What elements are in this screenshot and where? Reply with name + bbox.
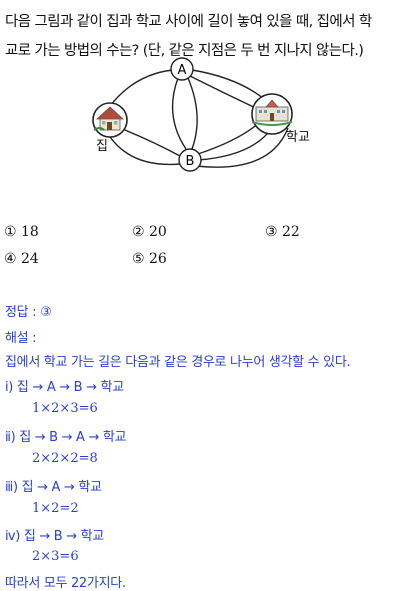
school-icon xyxy=(251,93,293,135)
choice-5[interactable]: ⑤ 26 xyxy=(132,251,167,267)
case-3-label: ⅲ) 집 → A → 학교 xyxy=(5,480,102,495)
case-1-calc: 1×2×3=6 xyxy=(32,401,98,416)
choice-2[interactable]: ② 20 xyxy=(132,224,167,240)
home-icon xyxy=(92,102,128,138)
road-a-school-1 xyxy=(191,69,269,103)
case-1-label: ⅰ) 집 → A → B → 학교 xyxy=(5,380,124,395)
question-text: 다음 그림과 같이 집과 학교 사이에 길이 놓여 있을 때, 집에서 학 교로… xyxy=(5,8,397,66)
case-2-label: ⅱ) 집 → B → A → 학교 xyxy=(5,430,127,445)
explanation-title: 해설 : xyxy=(5,331,37,346)
answer-line: 정답 : ③ xyxy=(5,305,52,320)
node-b-label: B xyxy=(186,154,195,169)
road-b-school-3 xyxy=(195,127,289,168)
choice-1[interactable]: ① 18 xyxy=(4,224,39,240)
node-a-label: A xyxy=(178,63,187,78)
conclusion: 따라서 모두 22가지다. xyxy=(5,576,126,591)
case-4-calc: 2×3=6 xyxy=(32,549,79,564)
case-4-label: ⅳ) 집 → B → 학교 xyxy=(5,529,104,544)
case-3-calc: 1×2=2 xyxy=(32,501,79,516)
question-line-2: 교로 가는 방법의 수는? (단, 같은 지점은 두 번 지나지 않는다.) xyxy=(5,43,364,59)
explanation-intro: 집에서 학교 가는 길은 다음과 같은 경우로 나누어 생각할 수 있다. xyxy=(5,355,351,370)
case-2-calc: 2×2×2=8 xyxy=(32,451,98,466)
question-line-1: 다음 그림과 같이 집과 학교 사이에 길이 놓여 있을 때, 집에서 학 xyxy=(5,14,372,30)
road-home-b-1 xyxy=(119,127,181,157)
school-label: 학교 xyxy=(286,130,310,145)
choice-3[interactable]: ③ 22 xyxy=(265,224,300,240)
road-a-b-1 xyxy=(171,77,187,150)
road-a-b-2 xyxy=(187,77,198,150)
road-diagram: A B 집 학교 xyxy=(92,57,310,172)
road-home-b-2 xyxy=(107,133,181,166)
road-b-school-1 xyxy=(197,121,261,155)
choice-4[interactable]: ④ 24 xyxy=(4,251,39,267)
home-label: 집 xyxy=(96,139,108,154)
road-a-school-2 xyxy=(189,75,261,111)
node-b: B xyxy=(178,148,202,172)
road-home-a xyxy=(109,69,174,107)
road-b-school-2 xyxy=(197,127,273,161)
node-a: A xyxy=(170,57,194,81)
